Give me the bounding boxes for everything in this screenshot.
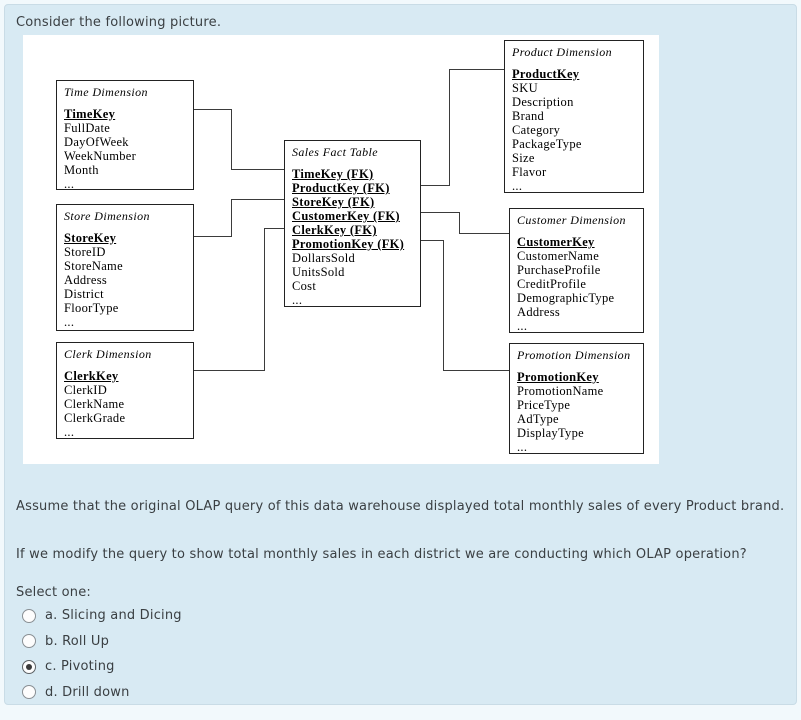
entity-title: Store Dimension xyxy=(64,209,150,223)
entity-attribute: ... xyxy=(517,319,528,333)
entity-attribute: DollarsSold xyxy=(292,251,356,265)
entity-attribute: FullDate xyxy=(64,121,111,135)
entity-title: Promotion Dimension xyxy=(517,348,631,362)
entity-attribute: FloorType xyxy=(64,301,119,315)
radio-selected-icon[interactable] xyxy=(22,659,36,674)
option-d[interactable]: d. Drill down xyxy=(16,680,182,706)
entity-key-attribute: TimeKey xyxy=(64,107,116,121)
entity-title: Clerk Dimension xyxy=(64,347,152,361)
relationship-connectors xyxy=(194,68,509,372)
entity-attribute: ... xyxy=(64,177,75,190)
entity-attribute: PurchaseProfile xyxy=(517,263,601,277)
question-paragraph-1: Assume that the original OLAP query of t… xyxy=(16,499,785,514)
connector-time-fact xyxy=(194,108,284,171)
entity-attribute: StoreID xyxy=(64,245,106,259)
entity-title: Sales Fact Table xyxy=(292,145,378,159)
connector-customer-fact xyxy=(421,211,509,235)
entity-attribute: ... xyxy=(64,315,75,329)
connector-clerk-fact xyxy=(194,227,284,372)
entity-attribute: Flavor xyxy=(512,165,547,179)
entity-attribute: CustomerName xyxy=(517,249,600,263)
entity-attribute: PriceType xyxy=(517,398,571,412)
entity-key-attribute: ProductKey xyxy=(512,67,580,81)
entity-attribute: PackageType xyxy=(512,137,582,151)
entity-attribute: Category xyxy=(512,123,561,137)
entity-title: Time Dimension xyxy=(64,85,148,99)
entity-attribute: ... xyxy=(292,293,303,307)
connector-product-fact xyxy=(421,68,504,187)
option-label[interactable]: d. Drill down xyxy=(45,684,130,700)
entity-key-attribute: CustomerKey (FK) xyxy=(292,209,400,223)
entity-attribute: DisplayType xyxy=(517,426,584,440)
entity-attribute: ClerkGrade xyxy=(64,411,126,425)
entity-attribute: ClerkName xyxy=(64,397,125,411)
radio-unselected-icon[interactable] xyxy=(22,685,36,700)
entity-key-attribute: ClerkKey xyxy=(64,369,119,383)
entity-attribute: ... xyxy=(64,425,75,439)
entity-key-attribute: TimeKey (FK) xyxy=(292,167,374,181)
connector-promotion-fact xyxy=(421,239,509,372)
entity-attribute: ... xyxy=(517,440,528,454)
entity-attribute: Address xyxy=(517,305,561,319)
option-b[interactable]: b. Roll Up xyxy=(16,629,182,655)
entity-attribute: StoreName xyxy=(64,259,123,273)
option-label[interactable]: c. Pivoting xyxy=(45,659,115,675)
entity-attribute: CreditProfile xyxy=(517,277,587,291)
entity-key-attribute: PromotionKey (FK) xyxy=(292,237,405,251)
entity-title: Customer Dimension xyxy=(517,213,626,227)
select-one-label: Select one: xyxy=(16,585,92,600)
option-label[interactable]: b. Roll Up xyxy=(45,633,110,649)
entity-attribute: DayOfWeek xyxy=(64,135,129,149)
entity-attribute: Address xyxy=(64,273,108,287)
entity-attribute: DemographicType xyxy=(517,291,615,305)
question-panel: Consider the following picture. Time Dim… xyxy=(4,4,797,705)
entity-attribute: SKU xyxy=(512,81,538,95)
entity-attribute: Month xyxy=(64,163,99,177)
entity-key-attribute: PromotionKey xyxy=(517,370,599,384)
radio-unselected-icon[interactable] xyxy=(22,634,36,649)
entity-attribute: AdType xyxy=(517,412,559,426)
connector-store-fact xyxy=(194,198,284,238)
option-label[interactable]: a. Slicing and Dicing xyxy=(45,608,182,624)
entity-key-attribute: ClerkKey (FK) xyxy=(292,223,377,237)
entity-key-attribute: StoreKey xyxy=(64,231,117,245)
radio-unselected-icon[interactable] xyxy=(22,608,36,623)
entity-attribute: Description xyxy=(512,95,574,109)
entity-attribute: Brand xyxy=(512,109,545,123)
entity-key-attribute: CustomerKey xyxy=(517,235,595,249)
entity-attribute: ... xyxy=(512,179,523,193)
entity-attribute: ClerkID xyxy=(64,383,108,397)
question-paragraph-2: If we modify the query to show total mon… xyxy=(16,547,747,562)
entity-attribute: District xyxy=(64,287,104,301)
entity-attribute: Size xyxy=(512,151,535,165)
entity-key-attribute: ProductKey (FK) xyxy=(292,181,390,195)
entity-attribute: PromotionName xyxy=(517,384,604,398)
entity-title: Product Dimension xyxy=(512,45,613,59)
entity-attribute: UnitsSold xyxy=(292,265,345,279)
entity-attribute: WeekNumber xyxy=(64,149,137,163)
question-prompt: Consider the following picture. xyxy=(16,15,222,30)
entity-key-attribute: StoreKey (FK) xyxy=(292,195,375,209)
answer-options: a. Slicing and Dicing b. Roll Up c. Pivoti… xyxy=(16,603,182,705)
entity-attribute: Cost xyxy=(292,279,317,293)
option-c[interactable]: c. Pivoting xyxy=(16,654,182,680)
option-a[interactable]: a. Slicing and Dicing xyxy=(16,603,182,629)
